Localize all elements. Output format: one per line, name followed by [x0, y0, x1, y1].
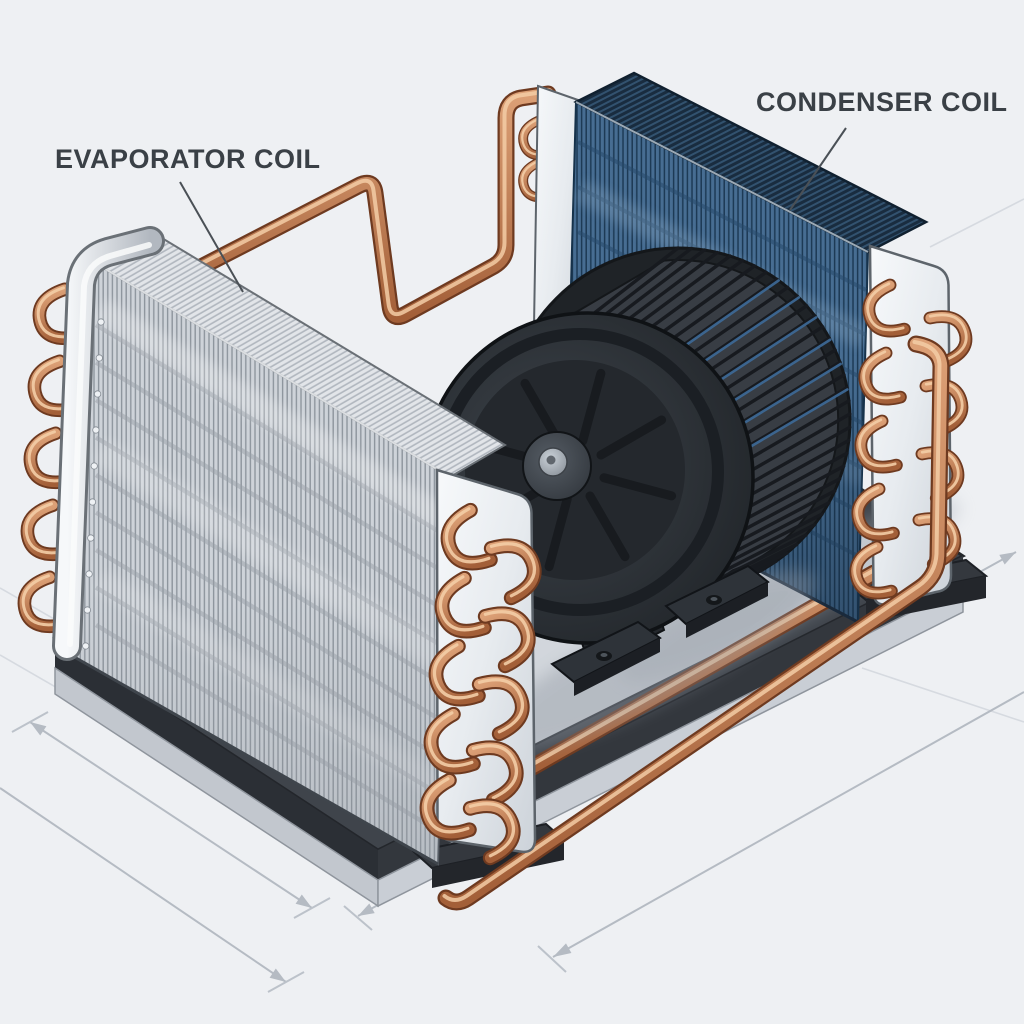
drum-slat [598, 246, 693, 321]
drum-slat [746, 412, 852, 475]
drum-slat [727, 336, 831, 404]
drum-slat [713, 523, 816, 578]
tube-end-dot [90, 462, 98, 470]
drum-slat [610, 248, 707, 322]
evaporator-label: EVAPORATOR COIL [55, 144, 321, 174]
evaporator-fins-front [60, 259, 452, 866]
drum-slat [646, 258, 745, 332]
drum-slat [732, 348, 837, 415]
evaporator-leader-line [179, 181, 244, 293]
blower-blade [544, 494, 572, 572]
condenser-leader-line [789, 127, 847, 211]
refrigerant-line-condenser [437, 335, 950, 911]
tube-end-dot [88, 498, 97, 506]
blower-blade [596, 415, 667, 460]
platform-side-left [55, 638, 378, 880]
condenser-label: CONDENSER COIL [756, 87, 1008, 117]
drum-slat [745, 438, 851, 499]
refrigerant-line-crossover [163, 85, 557, 326]
blower-hub-center [546, 455, 556, 465]
drum-slat [697, 294, 800, 365]
drum-slat [745, 399, 851, 462]
dimension-line-left-inner [29, 721, 313, 909]
blower-blade [585, 491, 630, 562]
tube-end-dot [95, 354, 103, 362]
evaporator-tube-ends [82, 318, 105, 650]
drum-slat [634, 254, 732, 328]
evaporator-frame [52, 226, 165, 661]
drum-slat [743, 451, 849, 511]
evaporator-top-edge-highlight [91, 260, 451, 478]
drum-slat-glint [680, 279, 780, 350]
tube-end-dot [92, 426, 100, 434]
drum-slat [720, 512, 824, 568]
blower-assembly [421, 246, 852, 754]
drum-slat [746, 425, 852, 487]
tube-end-dot [83, 606, 92, 614]
tube-end-dot [97, 318, 105, 326]
dimension-line-right-outer [552, 691, 1024, 958]
dimension-line-left-outer [0, 787, 287, 983]
drum-slat [622, 250, 719, 324]
condenser-top-edge-highlight [575, 101, 869, 253]
drum-slat [740, 373, 846, 438]
drum-slat [705, 533, 808, 587]
drum-slat [678, 277, 779, 349]
evaporator-coil [19, 226, 543, 866]
drum-slat [740, 464, 846, 523]
drum-slat [726, 501, 831, 557]
drum-slat [736, 477, 842, 535]
blower-shadow [484, 570, 816, 754]
drum-slat [743, 386, 849, 450]
blower-blade [578, 368, 606, 446]
tube-end-dot [87, 534, 95, 542]
drum-slat-glint [715, 316, 818, 384]
drum-slat-glint [744, 388, 849, 451]
drum-slat [668, 270, 768, 343]
tube-end-dot [82, 642, 90, 650]
drum-slat-glint [728, 338, 832, 405]
blower-mount-feet [550, 564, 770, 696]
tube-end-dot [85, 570, 93, 578]
tube-end-dot [94, 390, 102, 398]
annotations: EVAPORATOR COIL CONDENSER COIL [55, 87, 1008, 293]
blower-blade [599, 473, 677, 501]
drum-slat-glint [737, 362, 842, 428]
drum-slat [657, 264, 757, 337]
drum-slat-glint [699, 296, 801, 366]
drum-slat [586, 246, 680, 320]
drum-slat [713, 314, 817, 383]
drum-slat [732, 489, 837, 546]
drum-slat [705, 304, 809, 374]
drum-slat [688, 285, 790, 357]
drum-slat [737, 360, 842, 427]
drum-slat [720, 325, 825, 394]
